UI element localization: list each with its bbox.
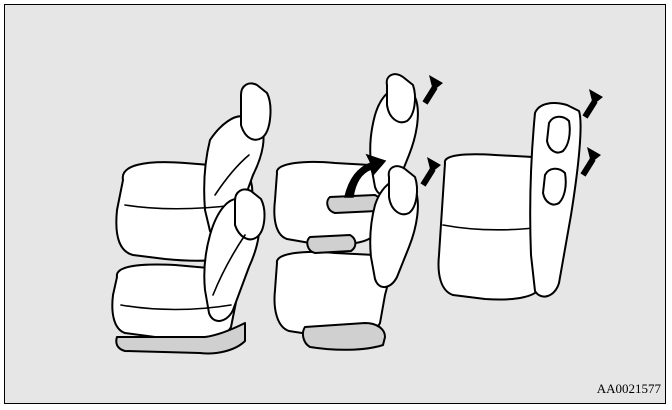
front-seat-base: [303, 323, 385, 350]
headrest-up-arrow-rear: [425, 75, 443, 103]
headrest-up-arrow-front: [423, 157, 441, 185]
seat-hinge-bar: [307, 235, 355, 253]
rear-headrest: [241, 83, 270, 139]
seat-fully-folded: [439, 89, 603, 299]
figure-code-label: AA0021577: [597, 381, 661, 397]
figure-panel: AA0021577: [4, 4, 666, 404]
fold-up-arrow-upper: [585, 89, 603, 117]
front-headrest: [235, 189, 264, 239]
front-headrest-raised: [389, 166, 417, 214]
seat-illustration: [5, 5, 667, 405]
folded-lower-headrest: [543, 169, 566, 205]
folded-upper-headrest: [547, 117, 570, 153]
seats-normal-position: [112, 83, 270, 353]
rear-headrest-raised: [387, 74, 415, 122]
fold-up-arrow-lower: [583, 147, 601, 175]
seats-folding-position: [274, 74, 443, 350]
